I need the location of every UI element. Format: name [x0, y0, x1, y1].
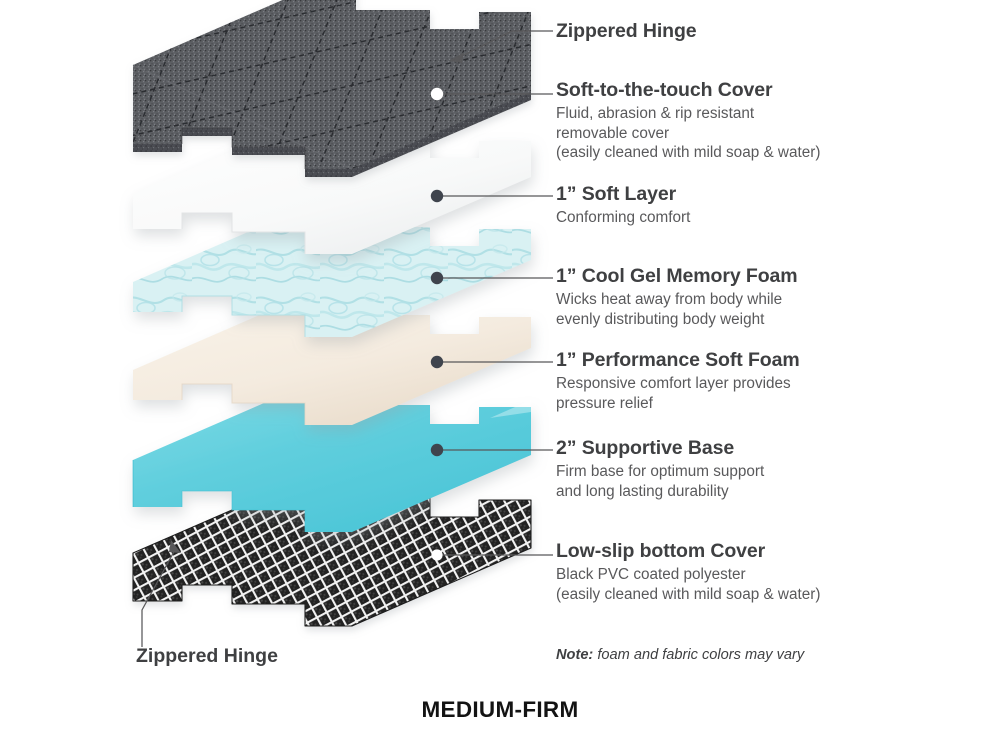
arrow-head-hinge-bottom: [169, 540, 181, 553]
firmness-title: MEDIUM-FIRM: [421, 697, 579, 722]
callout-desc-line: (easily cleaned with mild soap & water): [556, 144, 821, 162]
callout-desc-line: removable cover: [556, 124, 670, 142]
callout-desc-line: Responsive comfort layer provides: [556, 374, 791, 392]
callout-low-slip-bottom-cover: Low-slip bottom Cover Black PVC coated p…: [556, 540, 896, 604]
callout-description: Wicks heat away from body while evenly d…: [556, 290, 896, 329]
callout-desc-line: Fluid, abrasion & rip resistant: [556, 104, 755, 122]
layer-supportive-base: [132, 383, 531, 532]
leader-dot-cover: [430, 87, 444, 101]
callout-description: Firm base for optimum support and long l…: [556, 462, 896, 501]
callout-title: 1” Soft Layer: [556, 183, 677, 205]
leader-dot-perf: [430, 355, 444, 369]
callout-title: Soft-to-the-touch Cover: [556, 79, 773, 101]
leader-dot-gel: [430, 271, 444, 285]
callout-description: Fluid, abrasion & rip resistant removabl…: [556, 104, 896, 163]
callout-desc-line: Conforming comfort: [556, 208, 691, 226]
leader-lines: [141, 30, 553, 647]
leader-dot-base: [430, 443, 444, 457]
callout-desc-line: Wicks heat away from body while: [556, 290, 783, 308]
callout-description: Responsive comfort layer provides pressu…: [556, 374, 896, 413]
layer-performance-soft-foam: [133, 293, 531, 425]
callout-cool-gel-memory-foam: 1” Cool Gel Memory Foam Wicks heat away …: [556, 265, 896, 329]
callout-performance-soft-foam: 1” Performance Soft Foam Responsive comf…: [556, 349, 896, 413]
callout-soft-layer: 1” Soft Layer Conforming comfort: [556, 183, 896, 228]
callout-desc-line: and long lasting durability: [556, 482, 729, 500]
leader-dot-bottom: [431, 549, 443, 561]
callout-description: Black PVC coated polyester (easily clean…: [556, 565, 896, 604]
callout-title: Zippered Hinge: [556, 20, 697, 42]
callout-supportive-base: 2” Supportive Base Firm base for optimum…: [556, 437, 896, 501]
callout-desc-line: Black PVC coated polyester: [556, 565, 746, 583]
leader-dot-soft: [430, 189, 444, 203]
color-variance-note: Note: foam and fabric colors may vary: [556, 647, 804, 663]
leader-line-hinge-bottom: [141, 547, 177, 647]
label-zippered-hinge-bottom: Zippered Hinge: [136, 645, 278, 667]
arrow-head-hinge-top: [449, 52, 464, 63]
callout-title: 1” Performance Soft Foam: [556, 349, 800, 371]
callout-desc-line: evenly distributing body weight: [556, 310, 765, 328]
leader-line-hinge-top: [459, 30, 553, 58]
note-body: foam and fabric colors may vary: [593, 647, 805, 663]
callout-desc-line: pressure relief: [556, 394, 653, 412]
note-lead: Note:: [556, 647, 594, 663]
callout-title: Low-slip bottom Cover: [556, 540, 766, 562]
callout-desc-line: Firm base for optimum support: [556, 462, 765, 480]
callout-desc-line: (easily cleaned with mild soap & water): [556, 585, 821, 603]
leader-dots: [430, 87, 444, 561]
layer-soft-to-the-touch-cover: [132, 0, 531, 177]
callout-title: 1” Cool Gel Memory Foam: [556, 265, 798, 287]
callout-zippered-hinge-top: Zippered Hinge: [556, 20, 896, 45]
callout-description: Conforming comfort: [556, 208, 896, 228]
callout-soft-to-the-touch-cover: Soft-to-the-touch Cover Fluid, abrasion …: [556, 79, 896, 163]
callout-title: 2” Supportive Base: [556, 437, 735, 459]
